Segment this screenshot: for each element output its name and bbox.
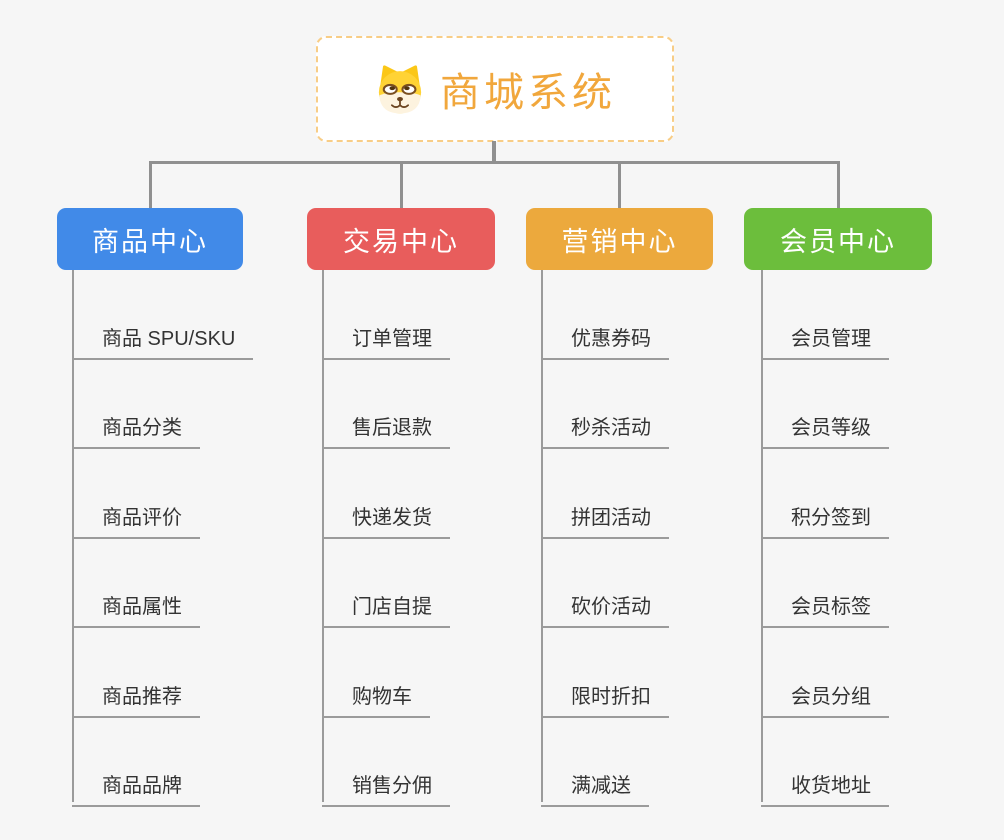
branch-items-members: 会员管理 会员等级 积分签到 会员标签 会员分组 收货地址 xyxy=(761,270,889,807)
connector-drop-marketing xyxy=(618,161,621,209)
leaf-node[interactable]: 商品 SPU/SKU xyxy=(72,329,254,360)
branch-node-trade[interactable]: 交易中心 xyxy=(307,208,495,270)
list-item: 商品属性 xyxy=(72,539,253,628)
leaf-node[interactable]: 商品推荐 xyxy=(72,687,200,718)
leaf-node[interactable]: 收货地址 xyxy=(761,776,889,807)
doge-icon xyxy=(378,65,422,114)
list-item: 积分签到 xyxy=(761,449,889,539)
leaf-node[interactable]: 积分签到 xyxy=(761,508,889,539)
list-item: 会员标签 xyxy=(761,539,889,628)
leaf-node[interactable]: 会员分组 xyxy=(761,687,889,718)
list-item: 会员分组 xyxy=(761,628,889,718)
branch-label: 会员中心 xyxy=(780,226,896,257)
connector-drop-trade xyxy=(400,161,403,209)
list-item: 收货地址 xyxy=(761,718,889,807)
leaf-node[interactable]: 会员管理 xyxy=(761,329,889,360)
list-item: 商品推荐 xyxy=(72,628,253,718)
leaf-node[interactable]: 砍价活动 xyxy=(541,597,669,628)
leaf-node[interactable]: 快递发货 xyxy=(322,508,450,539)
connector-drop-members xyxy=(837,161,840,209)
leaf-node[interactable]: 购物车 xyxy=(322,687,430,718)
list-item: 秒杀活动 xyxy=(541,360,669,449)
list-item: 优惠券码 xyxy=(541,270,669,360)
list-item: 商品分类 xyxy=(72,360,253,449)
branch-items-products: 商品 SPU/SKU 商品分类 商品评价 商品属性 商品推荐 商品品牌 xyxy=(72,270,254,807)
connector-horizontal xyxy=(149,161,840,164)
root-node[interactable]: 商城系统 xyxy=(316,36,674,142)
list-item: 购物车 xyxy=(322,628,450,718)
list-item: 订单管理 xyxy=(322,270,450,360)
list-item: 售后退款 xyxy=(322,360,450,449)
leaf-node[interactable]: 订单管理 xyxy=(322,329,450,360)
branch-items-marketing: 优惠券码 秒杀活动 拼团活动 砍价活动 限时折扣 满减送 xyxy=(541,270,669,807)
leaf-node[interactable]: 商品分类 xyxy=(72,418,200,449)
list-item: 拼团活动 xyxy=(541,449,669,539)
leaf-node[interactable]: 秒杀活动 xyxy=(541,418,669,449)
list-item: 商品 SPU/SKU xyxy=(72,270,254,360)
leaf-node[interactable]: 会员标签 xyxy=(761,597,889,628)
branch-node-marketing[interactable]: 营销中心 xyxy=(526,208,713,270)
leaf-node[interactable]: 优惠券码 xyxy=(541,329,669,360)
branch-node-members[interactable]: 会员中心 xyxy=(744,208,932,270)
leaf-node[interactable]: 会员等级 xyxy=(761,418,889,449)
connector-column-line xyxy=(541,270,543,802)
leaf-node[interactable]: 商品评价 xyxy=(72,508,200,539)
branch-label: 商品中心 xyxy=(92,226,208,257)
list-item: 商品评价 xyxy=(72,449,253,539)
leaf-node[interactable]: 门店自提 xyxy=(322,597,450,628)
leaf-node[interactable]: 商品品牌 xyxy=(72,776,200,807)
branch-label: 营销中心 xyxy=(561,226,678,257)
leaf-node[interactable]: 满减送 xyxy=(541,776,649,807)
branch-label: 交易中心 xyxy=(343,226,459,257)
list-item: 限时折扣 xyxy=(541,628,669,718)
connector-column-line xyxy=(761,270,763,802)
leaf-node[interactable]: 售后退款 xyxy=(322,418,450,449)
connector-column-line xyxy=(322,270,324,802)
leaf-node[interactable]: 限时折扣 xyxy=(541,687,669,718)
branch-node-products[interactable]: 商品中心 xyxy=(57,208,243,270)
list-item: 快递发货 xyxy=(322,449,450,539)
connector-root-stem xyxy=(492,141,496,164)
connector-column-line xyxy=(72,270,74,802)
list-item: 会员等级 xyxy=(761,360,889,449)
list-item: 满减送 xyxy=(541,718,669,807)
list-item: 砍价活动 xyxy=(541,539,669,628)
leaf-node[interactable]: 拼团活动 xyxy=(541,508,669,539)
list-item: 会员管理 xyxy=(761,270,889,360)
leaf-node[interactable]: 商品属性 xyxy=(72,597,200,628)
root-title: 商城系统 xyxy=(440,71,616,115)
leaf-node[interactable]: 销售分佣 xyxy=(322,776,450,807)
connector-drop-products xyxy=(149,161,152,209)
list-item: 销售分佣 xyxy=(322,718,450,807)
branch-items-trade: 订单管理 售后退款 快递发货 门店自提 购物车 销售分佣 xyxy=(322,270,450,807)
list-item: 商品品牌 xyxy=(72,718,253,807)
list-item: 门店自提 xyxy=(322,539,450,628)
